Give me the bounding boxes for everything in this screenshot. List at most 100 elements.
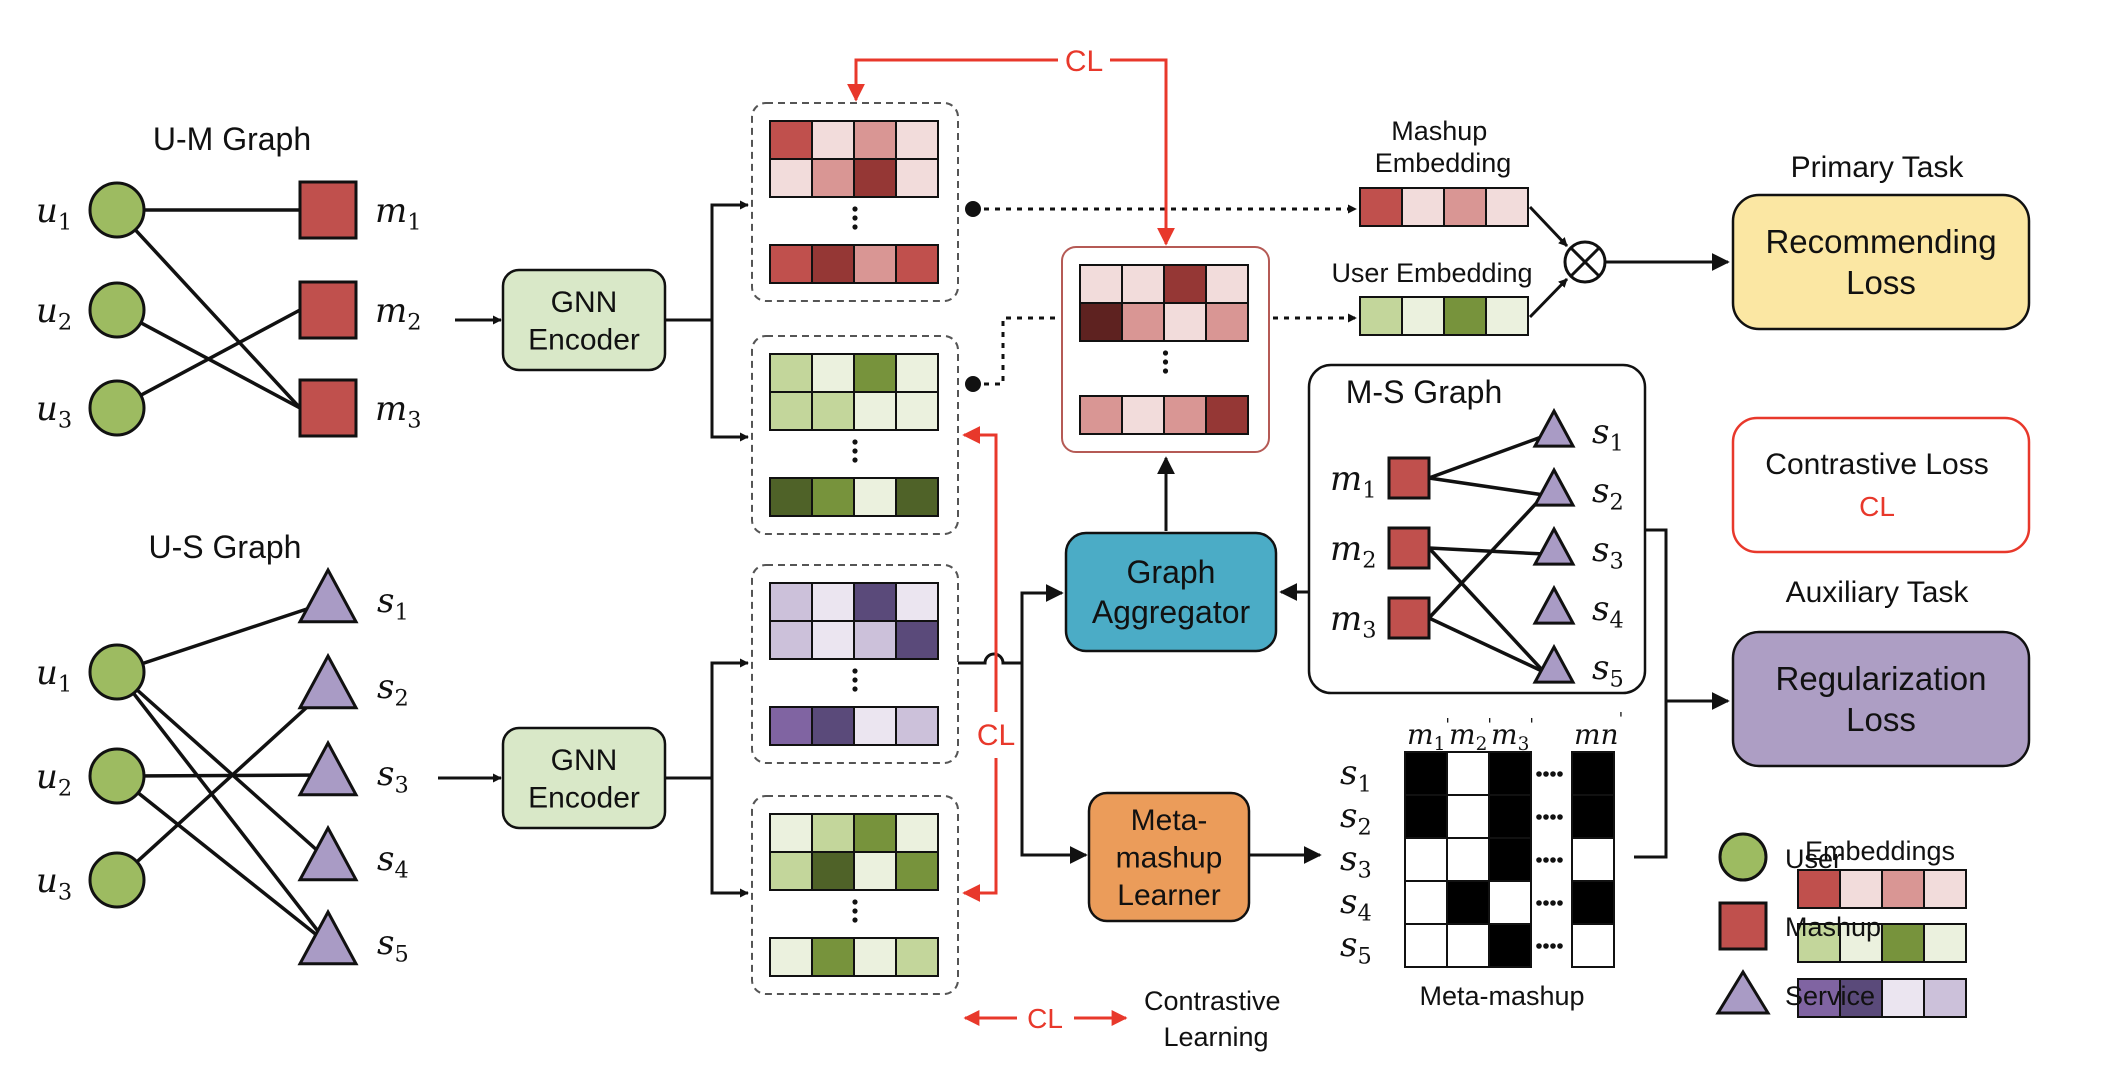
service-label-us-sub: 1 (394, 599, 408, 625)
emb-aggregated-dots (1162, 368, 1169, 374)
mashup-label-um-sub: 1 (407, 209, 421, 235)
arrow-to-aggregator (1020, 584, 1064, 663)
mashup-label-ms-sub: 2 (1362, 547, 1376, 573)
ms-edge (1427, 546, 1546, 674)
service-label-ms-sub: 2 (1609, 489, 1623, 515)
us-edge (116, 773, 329, 778)
mashup-label-ms: m3 (1330, 599, 1377, 643)
mashup-label-um-base: m (375, 389, 407, 429)
service-label-ms-sub: 5 (1609, 666, 1623, 692)
meta-matrix-dots (1557, 943, 1563, 949)
emb-user-view-cell (853, 353, 897, 393)
user-embedding-cell (1443, 296, 1487, 336)
cl-top-left (847, 58, 1058, 102)
meta-matrix-dots (1543, 814, 1549, 820)
meta-matrix-dots (1536, 943, 1542, 949)
product-cross (1569, 246, 1601, 278)
service-node-ms (1532, 466, 1576, 507)
emb-aggregated-cell (1121, 302, 1165, 342)
us-edge (115, 686, 330, 882)
meta-matrix-dots (1557, 814, 1563, 820)
meta-matrix-dots (1550, 814, 1556, 820)
user-label-us-sub: 1 (58, 671, 72, 697)
mashup-node-ms (1387, 526, 1431, 570)
user-label-um: u1 (36, 191, 72, 235)
emb-user-view-dots (852, 439, 858, 445)
emb-user-view-cell (769, 391, 813, 431)
meta-matrix-dots (1536, 814, 1542, 820)
emb-aggregated-cell (1079, 302, 1123, 342)
meta-matrix-dots (1550, 771, 1556, 777)
service-label-us-sub: 3 (394, 772, 408, 798)
mashup-embedding-label: Mashup Embedding (1375, 116, 1512, 178)
user-label-us-base: u (36, 653, 58, 693)
meta-row-label: s2 (1340, 796, 1372, 840)
graph-aggregator-label-line: Aggregator (1092, 594, 1251, 630)
emb-mashup-view-dots (852, 206, 858, 212)
us-edge (116, 600, 329, 674)
emb-user-view-dots (852, 457, 858, 463)
meta-row-label: s5 (1340, 925, 1372, 969)
meta-col-label: m3' (1491, 715, 1534, 756)
meta-matrix-dots (1536, 857, 1542, 863)
user-to-product (1528, 277, 1569, 319)
service-label-ms-sub: 4 (1609, 607, 1623, 633)
legend-user-embedding-cell (1797, 923, 1841, 963)
emb-service-view-1-cell (853, 706, 897, 746)
meta-col-label: mn' (1574, 708, 1623, 751)
user-label-um-base: u (36, 191, 58, 231)
service-label-ms: s3 (1592, 530, 1624, 574)
user-label-us: u1 (36, 653, 72, 697)
meta-row-label-base: s (1340, 753, 1357, 793)
emb-mashup-view-cell (769, 158, 813, 198)
mashup-label-um: m3 (375, 389, 422, 433)
service-label-us: s3 (377, 754, 409, 798)
meta-row-label-sub: 5 (1357, 943, 1371, 969)
meta-matrix-dots (1536, 900, 1542, 906)
meta-col-label-prime: ' (1445, 715, 1450, 735)
user-label-um: u2 (36, 291, 72, 335)
service-label-ms: s1 (1592, 412, 1624, 456)
emb-service-view-1-dots (852, 668, 858, 674)
meta-col-label-base: m (1449, 718, 1476, 751)
service-label-us: s1 (377, 581, 409, 625)
meta-col-label-sub: 3 (1518, 734, 1530, 755)
emb-service-view-2-cell (769, 937, 813, 977)
meta-matrix-dots (1557, 857, 1563, 863)
recommending-loss-box (1731, 193, 2031, 331)
regularization-loss-box (1731, 630, 2031, 768)
emb-mashup-view-dots (852, 224, 858, 230)
service-node-us (297, 566, 359, 624)
emb-service-view-2-cell (811, 813, 855, 853)
meta-mashup-learner-label-line: Learner (1117, 879, 1220, 912)
mashup-embedding-cell (1485, 187, 1529, 227)
meta-row-label-base: s (1340, 796, 1357, 836)
emb-service-view-1-dots (852, 677, 858, 683)
emb-service-view-1-cell (811, 582, 855, 622)
us-graph-title: U-S Graph (149, 529, 302, 565)
user-label-um: u3 (36, 389, 72, 433)
meta-row-label: s3 (1340, 839, 1372, 883)
legend-mashup-embedding-cell (1923, 869, 1967, 909)
meta-row-label-base: s (1340, 925, 1357, 965)
gnn-encoder-label-2-line: GNN (551, 744, 618, 777)
emb-mashup-view-cell (769, 244, 813, 284)
meta-col-label-sub: 1 (1434, 734, 1446, 755)
ms-edge (1427, 493, 1546, 620)
service-node-ms (1532, 643, 1576, 684)
connector-dot-user (965, 376, 981, 392)
service-node-us (297, 908, 359, 966)
service-label-ms: s2 (1592, 471, 1624, 515)
meta-matrix-cell (1571, 837, 1615, 882)
meta-row-label-base: s (1340, 839, 1357, 879)
meta-col-label-prime: ' (1487, 715, 1492, 735)
meta-matrix-cell (1571, 880, 1615, 925)
service-label-ms: s4 (1592, 589, 1624, 633)
mashup-label-um-sub: 2 (407, 309, 421, 335)
user-node-um (88, 181, 146, 239)
recommending-loss-label-line: Loss (1846, 264, 1916, 301)
meta-matrix-cell (1488, 751, 1532, 796)
